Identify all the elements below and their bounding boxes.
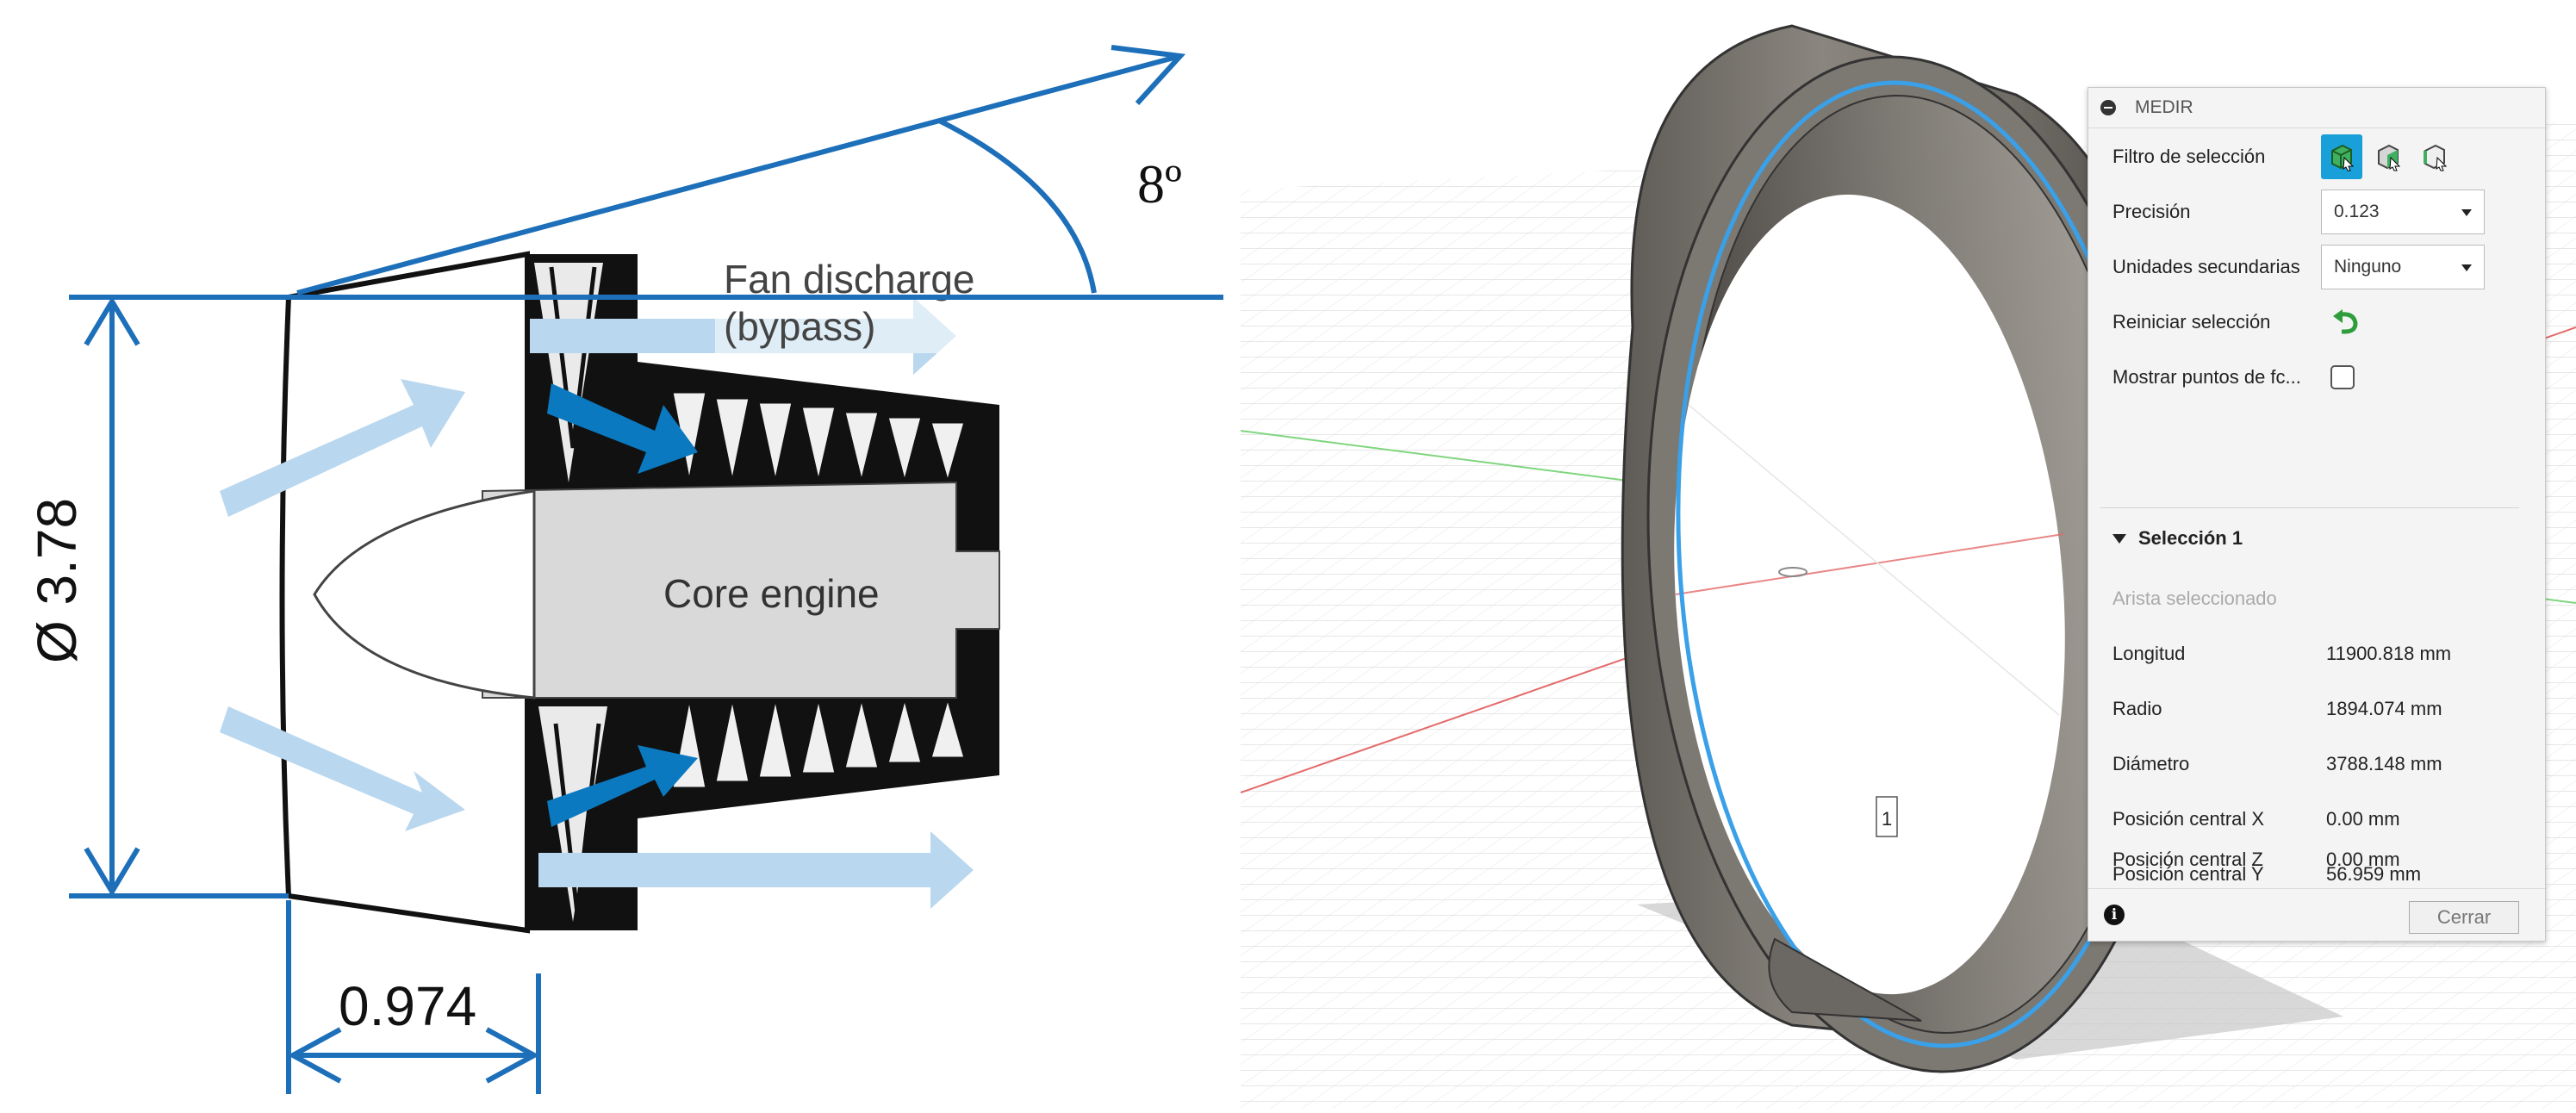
fan-blades: [534, 263, 607, 922]
expand-triangle-icon: [2112, 533, 2126, 544]
precision-label: Precisión: [2112, 201, 2191, 222]
selected-type-label: Arista seleccionado: [2112, 588, 2277, 609]
selection-section-title: Selección 1: [2138, 527, 2243, 549]
result-label: Longitud: [2112, 643, 2186, 664]
result-row: Posición central X 0.00 mm: [2088, 793, 2545, 845]
result-value: 3788.148 mm: [2326, 753, 2442, 774]
result-label: Diámetro: [2112, 753, 2190, 774]
close-button[interactable]: Cerrar: [2409, 901, 2519, 934]
result-label: Posición central Y: [2112, 863, 2264, 885]
result-row: Radio 1894.074 mm: [2088, 683, 2545, 735]
measure-panel: MEDIR Filtro de selección: [2088, 87, 2546, 942]
reset-icon[interactable]: [2331, 309, 2361, 335]
selection-filter-label: Filtro de selección: [2112, 146, 2266, 167]
engine-diagram: Fan discharge (bypass) Core engine 8º 0.…: [0, 0, 1241, 1109]
reset-selection-label: Reiniciar selección: [2112, 311, 2271, 333]
precision-value: 0.123: [2334, 202, 2380, 221]
spinner: [313, 489, 536, 700]
filter-edge-button[interactable]: [2414, 134, 2455, 179]
chevron-down-icon: [2461, 264, 2472, 271]
selected-type-row: Arista seleccionado: [2088, 573, 2545, 625]
info-icon[interactable]: i: [2104, 905, 2125, 925]
result-value: 0.00 mm: [2326, 849, 2400, 870]
compressor-fins: [670, 390, 967, 790]
result-row: Diámetro 3788.148 mm: [2088, 738, 2545, 790]
edge-marker-tag[interactable]: [1876, 796, 1898, 837]
filter-face-button[interactable]: [2368, 134, 2409, 179]
show-points-label: Mostrar puntos de fc...: [2112, 366, 2301, 388]
body-filter-icon: [2331, 144, 2355, 171]
ring-opening: [1674, 194, 2065, 995]
chevron-down-icon: [2461, 209, 2472, 216]
core-engine-label: Core engine: [663, 571, 880, 616]
secondary-units-dropdown[interactable]: Ninguno: [2321, 245, 2485, 289]
result-label: Radio: [2112, 698, 2162, 719]
engine-diagram-svg: Fan discharge (bypass) Core engine 8º 0.…: [26, 45, 1223, 1094]
core-flow-arrows: [547, 383, 698, 827]
panel-footer: Posición central Z 0.00 mm i Cerrar: [2088, 849, 2545, 941]
selection-filter-row: Filtro de selección: [2088, 131, 2545, 183]
panel-header[interactable]: MEDIR: [2088, 88, 2545, 128]
cone-tip: [1768, 937, 1922, 1022]
angle-label: 8º: [1137, 153, 1182, 215]
show-points-checkbox[interactable]: [2330, 365, 2355, 389]
section-divider: [2100, 507, 2519, 508]
diameter-label: Ø 3.78: [26, 498, 88, 663]
fan-discharge-label: Fan discharge: [724, 257, 975, 302]
core-engine-body: [482, 481, 1000, 699]
length-label: 0.974: [339, 975, 476, 1037]
selection-filter-buttons: [2321, 134, 2461, 179]
result-row: Posición central Z 0.00 mm: [2088, 834, 2545, 886]
show-points-row: Mostrar puntos de fc...: [2088, 351, 2545, 403]
selection-section-header[interactable]: Selección 1: [2112, 527, 2243, 550]
result-value: 56.959 mm: [2326, 863, 2422, 885]
result-value: 1894.074 mm: [2326, 698, 2442, 719]
collapse-icon[interactable]: [2100, 100, 2116, 115]
result-value: 11900.818 mm: [2326, 643, 2452, 664]
panel-title: MEDIR: [2135, 97, 2193, 117]
secondary-units-value: Ninguno: [2334, 257, 2402, 277]
result-value: 0.00 mm: [2326, 808, 2400, 830]
result-row: Longitud 11900.818 mm: [2088, 628, 2545, 680]
bypass-label: (bypass): [724, 304, 875, 349]
secondary-units-row: Unidades secundarias Ninguno: [2088, 241, 2545, 293]
precision-dropdown[interactable]: 0.123: [2321, 190, 2485, 234]
result-row: Posición central Y 56.959 mm: [2088, 849, 2545, 900]
edge-marker-label: 1: [1882, 808, 1892, 830]
result-label: Posición central X: [2112, 808, 2265, 830]
dimension-lines: [69, 45, 1223, 1094]
secondary-units-label: Unidades secundarias: [2112, 256, 2300, 277]
center-point-marker: [1778, 567, 1808, 577]
precision-row: Precisión 0.123: [2088, 186, 2545, 238]
face-filter-icon: [2378, 144, 2401, 171]
edge-filter-icon: [2424, 144, 2448, 171]
result-label: Posición central Z: [2112, 849, 2263, 870]
filter-body-button[interactable]: [2321, 134, 2362, 179]
reset-selection-row: Reiniciar selección: [2088, 296, 2545, 348]
